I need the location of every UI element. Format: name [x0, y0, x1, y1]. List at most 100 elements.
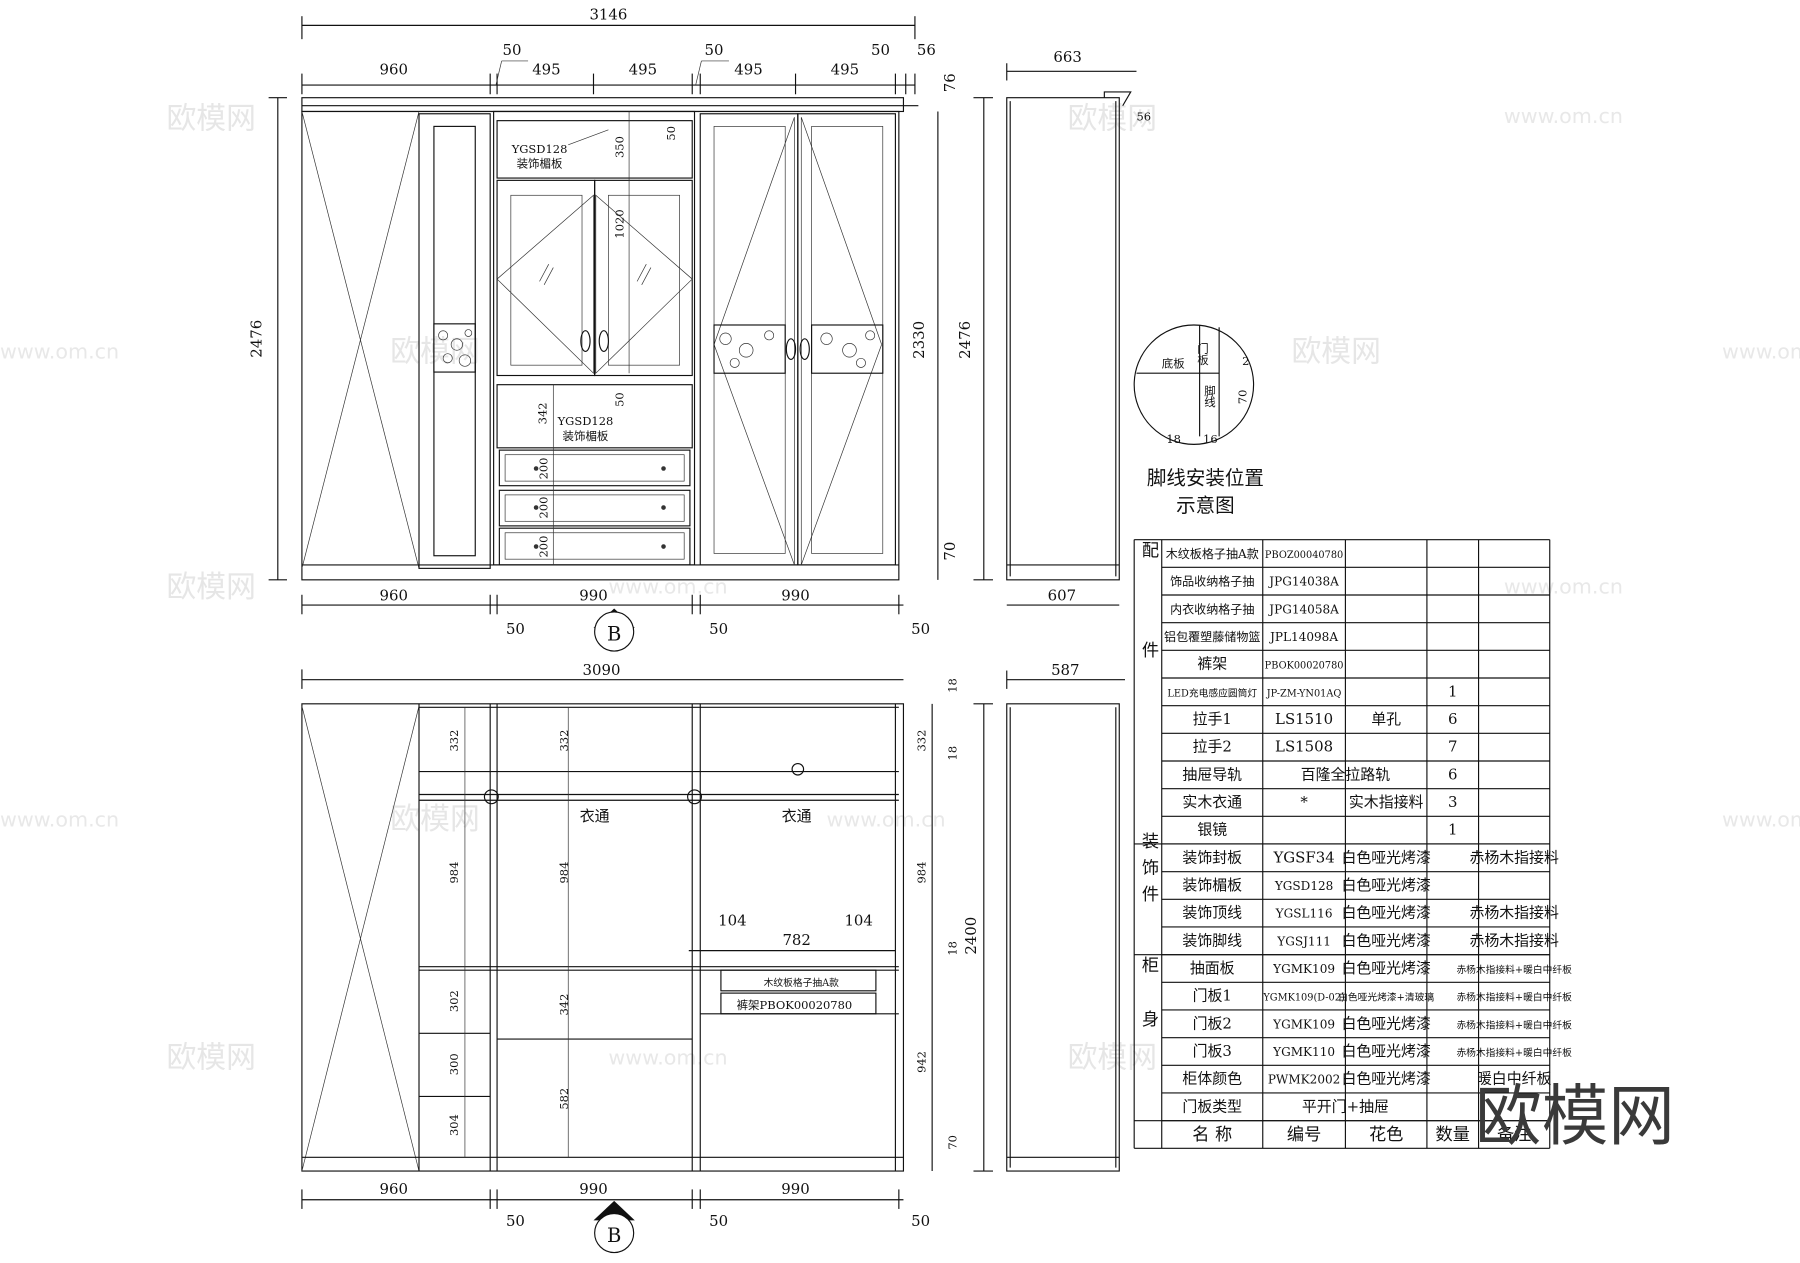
detail-dim: 18: [1166, 432, 1181, 446]
dim-drawer-height: 200: [537, 497, 551, 519]
trouser-rack-label: 裤架PBOK00020780: [737, 998, 853, 1012]
dim-door-width: 495: [831, 61, 859, 79]
table-header-cell: 花色: [1369, 1125, 1403, 1145]
table-cell-code: YGMK109: [1272, 962, 1335, 976]
table-cell-color: 白色哑光烤漆: [1341, 1014, 1431, 1032]
dim-gap: 50: [911, 620, 930, 638]
table-cell-qty: 1: [1448, 682, 1457, 700]
section-marker-circle: [594, 611, 635, 652]
table-cell-code: PBOZ00040780: [1265, 550, 1343, 561]
dim-bottom-width: 990: [579, 587, 607, 605]
dim-left-col: 304: [447, 1114, 461, 1136]
table-cell-code: PWMK2002: [1268, 1073, 1340, 1087]
dim-drawer-height: 200: [537, 458, 551, 480]
dim-crown-overhang: 56: [917, 41, 936, 59]
dim-mid-col: 332: [557, 730, 571, 752]
table-cell-color: 白色哑光烤漆: [1341, 904, 1431, 922]
dim-left-col: 300: [447, 1053, 461, 1075]
table-cell-code: YGMK110: [1272, 1045, 1335, 1059]
table-cell-name: 装饰楣板: [1182, 876, 1242, 894]
watermark-logo-large: 欧模网: [1475, 1077, 1675, 1155]
table-cell-note: 赤杨木指接料+暖白中纤板: [1456, 991, 1572, 1004]
table-cell-name: 柜体颜色: [1182, 1070, 1242, 1088]
dim-gap: 50: [705, 41, 724, 59]
watermark-logo: 欧模网: [390, 335, 479, 370]
dim-left-width: 960: [380, 61, 408, 79]
watermark-logo: 欧模网: [1068, 102, 1157, 137]
dim-mid-col: 582: [557, 1088, 571, 1110]
table-cell-name: LED充电感应圆筒灯: [1167, 686, 1257, 699]
dim-bottom-width: 960: [380, 587, 408, 605]
dim-right: 332: [914, 730, 928, 752]
dim-total-height: 2476: [956, 321, 974, 359]
watermark-logo: 欧模网: [166, 102, 255, 137]
dim-mid-space: 342: [535, 402, 549, 424]
table-cell-color: 白色哑光烤漆: [1341, 931, 1431, 949]
table-cell-note: 赤杨木指接料: [1469, 931, 1559, 949]
watermark-url: www.om.cn: [608, 1045, 727, 1069]
watermark-url: www.om.cn: [608, 575, 727, 599]
label-top-panel-name: 装饰楣板: [517, 157, 563, 171]
table-cell-note: 赤杨木指接料+暖白中纤板: [1456, 963, 1572, 976]
dim-gap: 50: [709, 1212, 728, 1230]
dim-left-col: 332: [447, 730, 461, 752]
watermarks: 欧模网 欧模网 www.om.cn 欧模网 欧模网 www.om.cn www.…: [0, 102, 1800, 1076]
dim-bottom-width: 990: [781, 587, 809, 605]
table-cell-note: 赤杨木指接料: [1469, 848, 1559, 866]
interior-plan: 3090 木纹板格子抽A款 裤架PBOK00020780 104 782 104…: [301, 661, 1125, 1254]
dim-overall-width: 3146: [589, 6, 627, 24]
dim-drawer-offset: 104: [844, 911, 872, 929]
dim-side-depth: 587: [1051, 661, 1079, 679]
dim-bottom-width: 960: [380, 1180, 408, 1198]
dim-top-space: 350: [612, 136, 626, 158]
table-cell-note: 赤杨木指接料+暖白中纤板: [1456, 1046, 1572, 1059]
table-cell-code: YGMK109: [1272, 1017, 1335, 1031]
dim-mid-col: 342: [557, 994, 571, 1016]
label-top-panel-code: YGSD128: [511, 142, 568, 156]
watermark-url: www.om.cn: [0, 339, 119, 363]
detail-dim: 2: [1242, 354, 1249, 368]
table-cell-qty: 3: [1448, 793, 1457, 811]
table-cell-qty: 7: [1448, 738, 1457, 756]
dim-glass-door: 1020: [612, 209, 626, 238]
table-cell-code: LS1508: [1275, 738, 1333, 756]
watermark-logo: 欧模网: [390, 802, 479, 837]
table-cell-color: 白色哑光烤漆: [1341, 1042, 1431, 1060]
dim-gap: 50: [709, 620, 728, 638]
table-cell-name: 拉手2: [1193, 738, 1232, 756]
watermark-logo: 欧模网: [166, 570, 255, 605]
front-elevation: 3146 960 50 495 495 50 495 495 50 56 247…: [248, 6, 993, 652]
section-marker-label: B: [607, 623, 621, 646]
label-mid-panel-name: 装饰楣板: [563, 429, 609, 443]
dim-gap: 50: [911, 1212, 930, 1230]
dim-gap: 50: [506, 1212, 525, 1230]
table-cell-name: 装饰封板: [1182, 848, 1242, 866]
table-cell-name: 木纹板格子抽A款: [1166, 546, 1259, 561]
dim-drawer-width: 782: [782, 931, 810, 949]
table-header-cell: 编号: [1287, 1125, 1321, 1145]
dim-side-depth-top: 663: [1053, 48, 1081, 66]
table-header-cell: 名 称: [1192, 1125, 1232, 1145]
table-cell-name: 门板2: [1193, 1014, 1232, 1032]
table-cell-note: 赤杨木指接料+暖白中纤板: [1456, 1018, 1572, 1031]
dim-right: 984: [914, 862, 928, 884]
table-cell-code: YGSL116: [1275, 907, 1333, 921]
table-category-label: 装饰件: [1138, 832, 1159, 912]
table-cell-name: 铝包覆塑藤储物篮: [1164, 629, 1260, 644]
table-cell-code: JPG14038A: [1267, 575, 1339, 589]
table-cell-name: 内衣收纳格子抽: [1170, 601, 1254, 616]
table-cell-name: 抽屉导轨: [1182, 765, 1242, 783]
dim-gap: 50: [506, 620, 525, 638]
table-cell-code: *: [1300, 793, 1308, 811]
dim-gap: 50: [503, 41, 522, 59]
dim-bottom-width: 990: [781, 1180, 809, 1198]
table-cell-name: 装饰顶线: [1182, 904, 1242, 922]
watermark-logo: 欧模网: [166, 1041, 255, 1076]
detail-dim: 70: [1236, 390, 1250, 405]
watermark-url: www.om.cn: [827, 808, 946, 832]
label-mid-panel-code: YGSD128: [557, 414, 614, 428]
table-cell-code: JPG14058A: [1267, 602, 1339, 616]
rail-label: 衣通: [580, 807, 610, 825]
dim-right: 18: [945, 746, 959, 761]
